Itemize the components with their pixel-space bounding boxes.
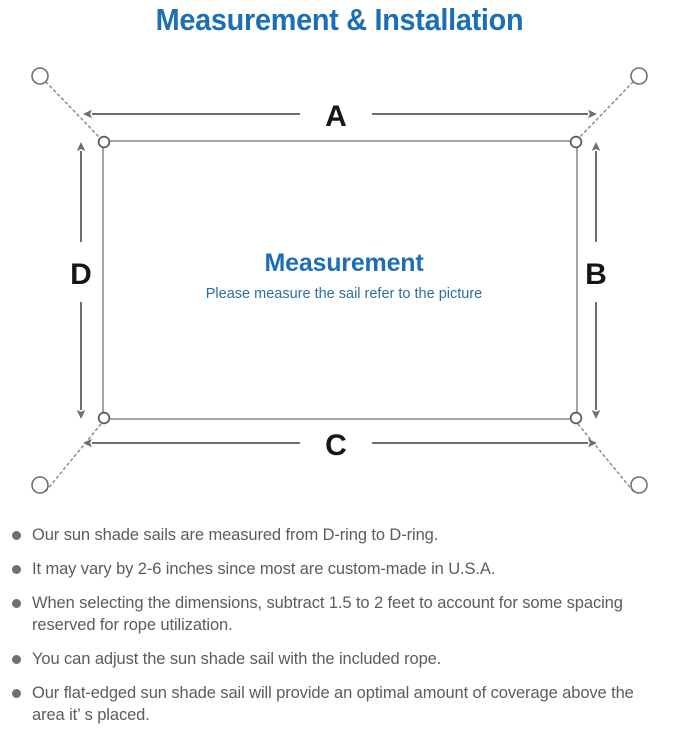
note-text: Our sun shade sails are measured from D-…	[32, 526, 439, 544]
bullet-icon	[12, 689, 21, 698]
anchor-point-bottom-left	[31, 476, 49, 494]
d-ring-top-left	[97, 135, 111, 149]
notes-list: Our sun shade sails are measured from D-…	[0, 524, 679, 738]
rope-line-top-right	[577, 81, 634, 140]
list-item: It may vary by 2-6 inches since most are…	[0, 558, 679, 580]
d-rings-group	[97, 135, 583, 425]
sail-center-title: Measurement	[265, 249, 425, 277]
d-ring-top-right	[569, 135, 583, 149]
diagram-svg: A C D B Measurement Please measure the s…	[31, 67, 648, 494]
measurement-diagram: A C D B Measurement Please measure the s…	[0, 52, 679, 517]
bullet-icon	[12, 565, 21, 574]
dimension-label-b: B	[585, 258, 607, 291]
bullet-icon	[12, 655, 21, 664]
dimension-label-a: A	[325, 100, 347, 133]
anchor-point-top-left	[31, 67, 49, 85]
list-item: Our sun shade sails are measured from D-…	[0, 524, 679, 546]
note-text: It may vary by 2-6 inches since most are…	[32, 560, 496, 578]
anchor-points-group	[31, 67, 648, 494]
rope-line-top-left	[45, 81, 102, 140]
list-item: Our flat-edged sun shade sail will provi…	[0, 682, 679, 726]
bullet-icon	[12, 531, 21, 540]
sail-body	[102, 140, 578, 420]
note-text: You can adjust the sun shade sail with t…	[32, 650, 442, 668]
page-title: Measurement & Installation	[155, 2, 524, 37]
d-ring-bottom-left	[97, 411, 111, 425]
rope-line-bottom-left	[45, 423, 102, 492]
d-ring-bottom-right	[569, 411, 583, 425]
bullet-icon	[12, 599, 21, 608]
anchor-point-top-right	[630, 67, 648, 85]
dimension-label-d: D	[70, 258, 92, 291]
list-item: You can adjust the sun shade sail with t…	[0, 648, 679, 670]
note-text: Our flat-edged sun shade sail will provi…	[32, 684, 634, 724]
list-item: When selecting the dimensions, subtract …	[0, 592, 679, 636]
sail-center-subtitle: Please measure the sail refer to the pic…	[206, 286, 482, 302]
note-text: When selecting the dimensions, subtract …	[32, 594, 623, 634]
rope-line-bottom-right	[577, 423, 634, 492]
anchor-point-bottom-right	[630, 476, 648, 494]
rope-lines-group	[45, 81, 634, 492]
dimension-label-c: C	[325, 429, 347, 462]
